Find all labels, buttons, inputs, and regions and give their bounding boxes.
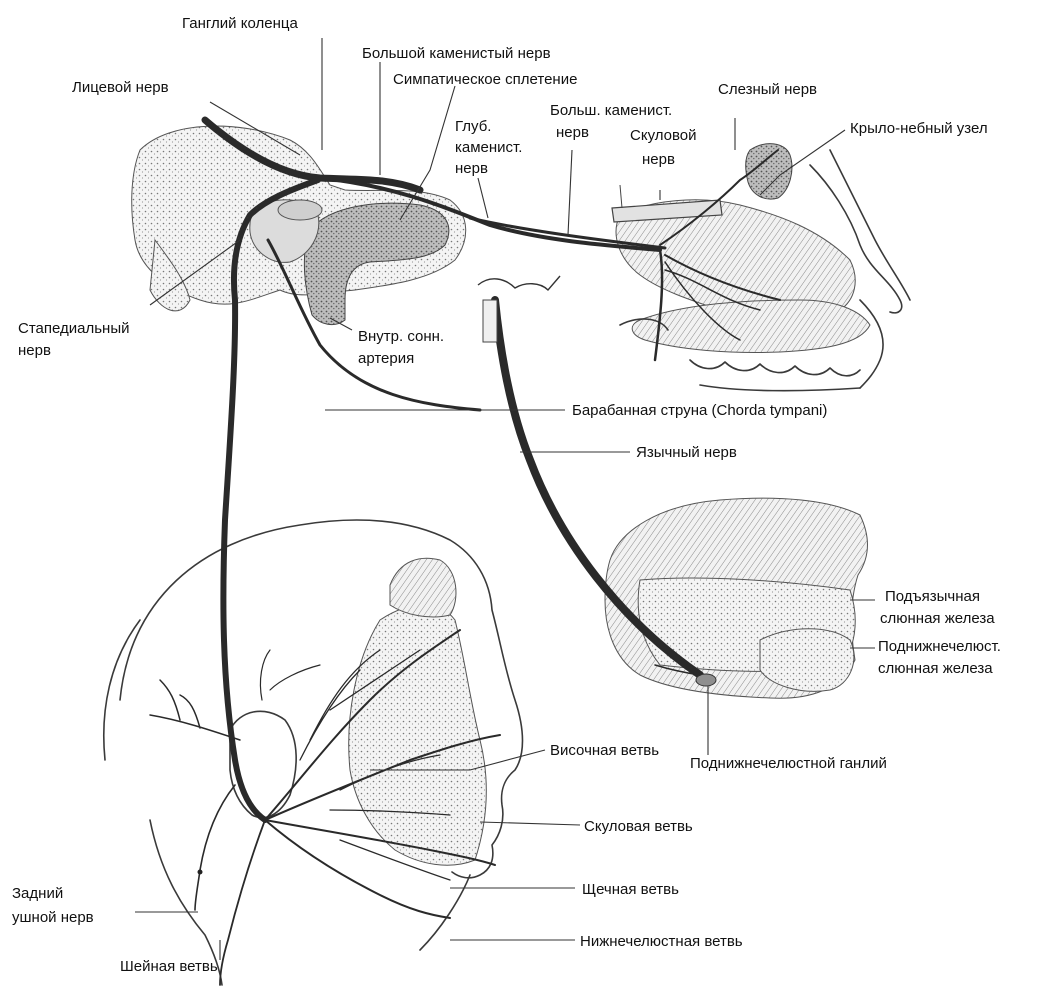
tongue-floor-of-mouth [605, 498, 867, 698]
label-pterygopalatine-ganglion: Крыло-небный узел [850, 119, 988, 138]
label-internal-carotid: Внутр. сонн. артерия [358, 326, 444, 370]
label-mandibular-branch-text: Нижнечелюстная ветвь [580, 932, 743, 951]
label-deep-petrosal-nerve: Глуб. каменист. нерв [455, 116, 522, 179]
posterior-auricular-nerve [195, 785, 235, 910]
label-internal-carotid-line1: Внутр. сонн. [358, 326, 444, 348]
label-buccal-branch: Щечная ветвь [582, 880, 679, 899]
label-zygomatic-nerve-line2: нерв [630, 148, 697, 172]
label-stapedial-nerve: Стапедиальный нерв [18, 318, 130, 362]
label-lacrimal-nerve-text: Слезный нерв [718, 80, 817, 99]
label-sublingual-gland-line2: слюнная железа [880, 608, 995, 630]
label-sympathetic-plexus-text: Симпатическое сплетение [393, 70, 577, 89]
label-cervical-branch-text: Шейная ветвь [120, 957, 218, 976]
label-greater-petrosal-nerve: Большой каменистый нерв [362, 44, 551, 63]
label-internal-carotid-line2: артерия [358, 348, 444, 370]
label-greater-petrosal-short-line1: Больш. каменист. [550, 100, 672, 122]
label-submandibular-gland-line1: Поднижнечелюст. [878, 636, 1001, 658]
label-greater-petrosal-text: Большой каменистый нерв [362, 44, 551, 63]
label-stapedial-nerve-line2: нерв [18, 340, 130, 362]
label-lingual-nerve: Язычный нерв [636, 443, 737, 462]
zygomatic-lacrimal-bar [612, 185, 722, 222]
label-facial-nerve: Лицевой нерв [72, 78, 169, 97]
label-posterior-auricular: Задний ушной нерв [12, 882, 94, 930]
label-deep-petrosal-line3: нерв [455, 158, 522, 179]
label-chorda-tympani: Барабанная струна (Chorda tympani) [572, 401, 827, 420]
label-zygomatic-nerve: Скуловой нерв [630, 124, 697, 172]
label-deep-petrosal-line2: каменист. [455, 137, 522, 158]
label-buccal-branch-text: Щечная ветвь [582, 880, 679, 899]
label-zygomatic-branch: Скуловая ветвь [584, 817, 693, 836]
label-submandibular-gland-line2: слюнная железа [878, 658, 1001, 680]
label-stapedial-nerve-line1: Стапедиальный [18, 318, 130, 340]
label-sympathetic-plexus: Симпатическое сплетение [393, 70, 577, 89]
label-posterior-auricular-line2: ушной нерв [12, 906, 94, 930]
label-sublingual-gland-line1: Подъязычная [880, 586, 995, 608]
label-temporal-branch: Височная ветвь [550, 741, 659, 760]
label-zygomatic-nerve-line1: Скуловой [630, 124, 697, 148]
label-posterior-auricular-line1: Задний [12, 882, 94, 906]
label-submandibular-ganglion: Поднижнечелюстной ганлий [690, 754, 887, 773]
label-zygomatic-branch-text: Скуловая ветвь [584, 817, 693, 836]
label-cervical-branch: Шейная ветвь [120, 957, 218, 976]
label-submandibular-gland: Поднижнечелюст. слюнная железа [878, 636, 1001, 680]
label-chorda-tympani-text: Барабанная струна (Chorda tympani) [572, 401, 827, 420]
label-lacrimal-nerve: Слезный нерв [718, 80, 817, 99]
label-submandibular-ganglion-text: Поднижнечелюстной ганлий [690, 754, 887, 773]
label-ganglion-geniculi-text: Ганглий коленца [182, 14, 298, 33]
label-lingual-nerve-text: Язычный нерв [636, 443, 737, 462]
label-temporal-branch-text: Височная ветвь [550, 741, 659, 760]
label-pterygopalatine-ganglion-text: Крыло-небный узел [850, 119, 988, 138]
label-sublingual-gland: Подъязычная слюнная железа [880, 586, 995, 630]
label-mandibular-branch: Нижнечелюстная ветвь [580, 932, 743, 951]
head-profile [104, 520, 523, 985]
label-facial-nerve-text: Лицевой нерв [72, 78, 169, 97]
label-deep-petrosal-line1: Глуб. [455, 116, 522, 137]
label-ganglion-geniculi: Ганглий коленца [182, 14, 298, 33]
